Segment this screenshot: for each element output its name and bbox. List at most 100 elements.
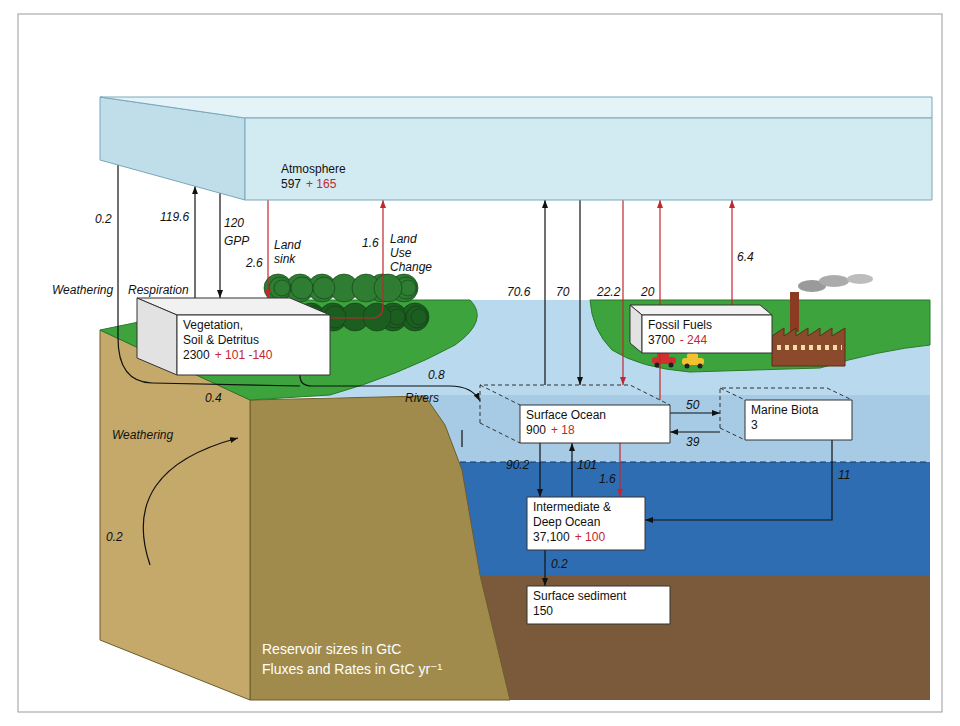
- flux-value: 70: [556, 285, 569, 299]
- reservoir-size: 3700: [648, 333, 675, 348]
- flux-arrow: [544, 200, 545, 385]
- reservoir-name: Marine Biota: [751, 403, 846, 418]
- flux-arrow: [544, 550, 545, 586]
- flux-value: 1.6: [362, 236, 379, 250]
- box-front: [177, 315, 330, 375]
- flux-arrow: [194, 186, 195, 298]
- flux-value: 0.8: [428, 368, 445, 382]
- box-outline: [100, 97, 932, 200]
- box-back-edge: [480, 385, 520, 405]
- reservoir-size: 37,100: [533, 530, 570, 545]
- deep-ocean: [430, 462, 930, 575]
- flux-arrow: [300, 375, 480, 401]
- weathering-arrow: [143, 438, 238, 565]
- tree: [313, 277, 335, 299]
- box-front: [642, 315, 772, 353]
- chimney: [790, 292, 799, 332]
- flux-arrow: [645, 440, 832, 520]
- flux-value: 101: [577, 458, 597, 472]
- process-label: Land Use Change: [390, 232, 436, 274]
- tree: [411, 309, 427, 325]
- process-label: 0.2: [106, 530, 123, 544]
- smoke: [819, 275, 849, 287]
- flux-arrow: [731, 200, 732, 305]
- land-right: [590, 300, 930, 372]
- slab-front: [245, 118, 932, 200]
- reservoir-name: Vegetation, Soil & Detritus: [183, 318, 263, 348]
- factory-windows: [776, 344, 842, 352]
- flux-value: 20: [641, 285, 654, 299]
- reservoir-size: 150: [533, 604, 553, 619]
- tree: [274, 280, 290, 296]
- wheel: [669, 363, 674, 368]
- reservoir-name: Intermediate & Deep Ocean: [533, 500, 639, 530]
- box-content: Surface Ocean900+ 18: [520, 405, 670, 441]
- wheel: [655, 363, 660, 368]
- flux-arrow: [659, 200, 660, 400]
- reservoir-size: 900: [526, 423, 546, 438]
- process-label: GPP: [224, 234, 249, 248]
- factory: [772, 328, 845, 366]
- flux-value: 6.4: [737, 250, 754, 264]
- reservoir-name: Fossil Fuels: [648, 318, 766, 333]
- tree: [374, 274, 402, 302]
- box-back-edge: [720, 388, 745, 400]
- units-note: Reservoir sizes in GtC: [262, 640, 401, 658]
- flux-arrow: [579, 200, 580, 385]
- process-label: 0.2: [95, 212, 112, 226]
- box-content: Marine Biota3: [745, 400, 852, 436]
- flux-value: 120: [224, 216, 244, 230]
- flux-arrow: [330, 200, 383, 318]
- tree: [406, 306, 428, 328]
- flux-arrow: [670, 431, 720, 432]
- flux-value: 70.6: [507, 285, 530, 299]
- tick-mark: [461, 430, 462, 447]
- flux-arrow: [670, 412, 720, 413]
- flux-value: 50: [686, 398, 699, 412]
- box-content: Atmosphere597 + 165: [275, 159, 932, 195]
- box-content: Fossil Fuels3700- 244: [642, 315, 772, 351]
- reservoir-box: Fossil Fuels3700- 244: [630, 305, 772, 353]
- flux-value: 1.6: [599, 472, 616, 486]
- reservoir-name: Atmosphere: [281, 162, 926, 177]
- flux-arrow: [619, 443, 620, 497]
- box-front: [745, 400, 852, 440]
- flux-arrow: [267, 200, 268, 298]
- reservoir-size: + 101 -140: [215, 348, 273, 363]
- process-label: 0.4: [205, 391, 222, 405]
- reservoir-name: Surface sediment: [533, 589, 664, 604]
- box-front: [527, 497, 645, 550]
- box-front: [527, 586, 670, 624]
- box-side: [630, 305, 642, 353]
- reservoir-box: Intermediate & Deep Ocean37,100+ 100: [527, 497, 645, 550]
- flux-arrow: [539, 443, 540, 497]
- car: [687, 353, 698, 359]
- smoke: [847, 274, 873, 284]
- tree: [400, 280, 416, 296]
- tree: [291, 277, 313, 299]
- box-side: [137, 298, 177, 375]
- tree: [269, 277, 291, 299]
- box-front: [520, 405, 670, 443]
- box-content: Surface sediment150: [527, 586, 670, 622]
- land-front: [250, 396, 510, 700]
- process-label: Weathering: [112, 428, 173, 442]
- reservoir-box: Marine Biota3: [720, 388, 852, 440]
- flux-arrow: [571, 443, 572, 497]
- reservoir-box: Atmosphere597 + 165: [100, 97, 932, 200]
- flux-value: 90.2: [506, 458, 529, 472]
- tree: [389, 309, 405, 325]
- flux-arrow: [622, 200, 623, 385]
- frame: [18, 14, 942, 712]
- reservoir-size: 3: [751, 418, 758, 433]
- reservoir-box: Surface Ocean900+ 18: [480, 385, 670, 443]
- reservoir-size: 597: [281, 177, 301, 192]
- flux-value: 119.6: [160, 210, 189, 224]
- reservoir-box: Vegetation, Soil & Detritus2300 + 101 -14…: [137, 298, 330, 375]
- flux-value: 11: [838, 468, 850, 482]
- reservoir-size: + 165: [306, 177, 336, 192]
- reservoir-size: 2300: [183, 348, 210, 363]
- box-back-edge: [480, 423, 520, 443]
- box-content: Intermediate & Deep Ocean37,100+ 100: [527, 497, 645, 548]
